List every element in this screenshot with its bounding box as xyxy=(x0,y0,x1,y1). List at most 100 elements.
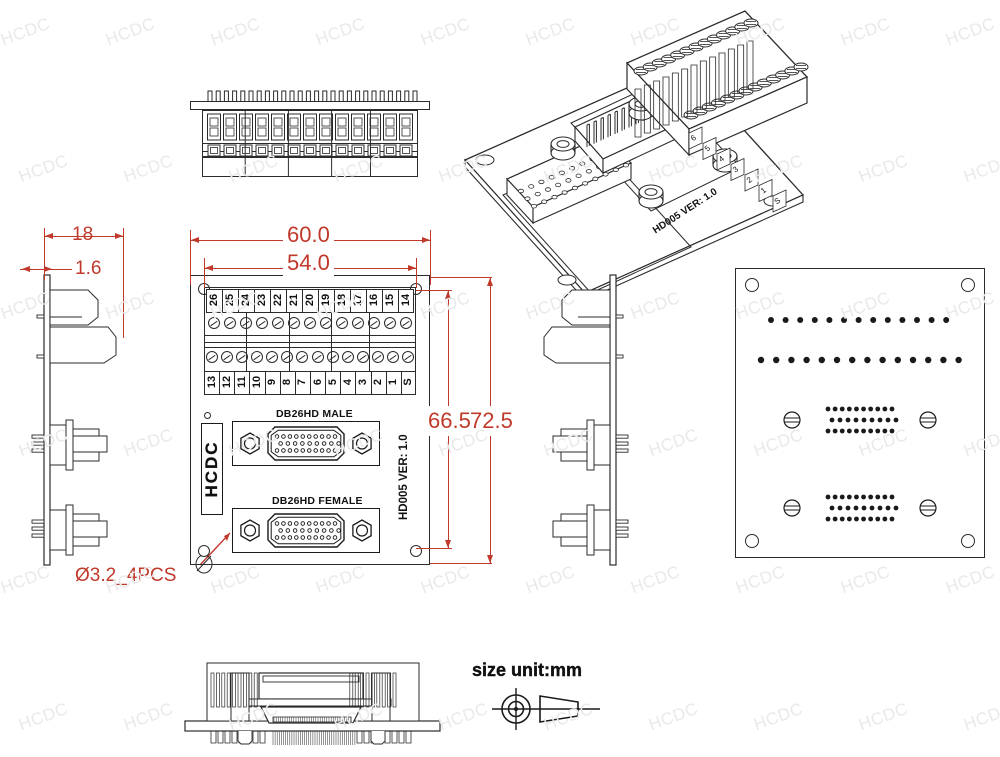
board-designator: HD005 VER: 1.0 xyxy=(398,434,410,520)
dimension-66-5-text: 66.5 xyxy=(428,406,471,436)
terminal-number: 15 xyxy=(384,293,396,307)
terminal-screw xyxy=(220,351,233,363)
terminal-number: 12 xyxy=(220,375,233,389)
terminal-divider xyxy=(234,371,236,395)
top-view-terminal-block xyxy=(190,85,430,180)
terminal-screw xyxy=(205,351,218,363)
bottom-view xyxy=(184,655,441,750)
terminal-group-divider xyxy=(288,313,290,371)
terminal-divider xyxy=(238,289,239,313)
left-side-view xyxy=(30,255,160,585)
terminal-divider xyxy=(264,371,266,395)
terminal-divider xyxy=(400,371,402,395)
watermark-text: HCDC xyxy=(856,698,911,735)
dimension-60-text: 60.0 xyxy=(283,222,334,248)
watermark-text: HCDC xyxy=(856,150,911,187)
watermark-text: HCDC xyxy=(628,287,683,324)
terminal-screw xyxy=(304,317,316,329)
watermark-text: HCDC xyxy=(103,13,158,50)
back-view-pcb xyxy=(735,268,985,558)
terminal-number: 24 xyxy=(240,293,252,307)
terminal-divider xyxy=(398,289,399,313)
watermark-text: HCDC xyxy=(121,150,176,187)
terminal-screw xyxy=(224,317,236,329)
db26hd-male-label: DB26HD MALE xyxy=(276,408,353,420)
watermark-text: HCDC xyxy=(838,561,893,598)
watermark-text: HCDC xyxy=(16,698,71,735)
terminal-divider xyxy=(286,289,287,313)
watermark-text: HCDC xyxy=(733,561,788,598)
unit-note-text: size unit:mm xyxy=(472,660,583,680)
svg-text:5: 5 xyxy=(703,143,712,153)
terminal-divider xyxy=(340,371,342,395)
terminal-number: 6 xyxy=(311,378,324,386)
svg-text:4: 4 xyxy=(717,154,726,164)
watermark-text: HCDC xyxy=(418,561,473,598)
terminal-screw xyxy=(281,351,294,363)
terminal-screw xyxy=(341,351,354,363)
mounting-hole xyxy=(745,278,759,292)
terminal-screw xyxy=(400,317,412,329)
dimension-72-5-text: 72.5 xyxy=(470,406,513,436)
watermark-text: HCDC xyxy=(943,13,998,50)
terminal-number: 14 xyxy=(400,293,412,307)
pin1-marker xyxy=(204,412,211,419)
terminal-divider xyxy=(302,289,303,313)
terminal-number: 13 xyxy=(205,375,218,389)
terminal-number: 4 xyxy=(341,378,354,386)
watermark-text: HCDC xyxy=(838,13,893,50)
hcdc-logo-badge: HCDC xyxy=(201,423,223,515)
dimension-54-text: 54.0 xyxy=(283,250,334,276)
terminal-screw xyxy=(368,317,380,329)
terminal-divider xyxy=(355,371,357,395)
watermark-text: HCDC xyxy=(646,424,701,461)
terminal-group-divider xyxy=(246,313,248,371)
right-side-view xyxy=(500,255,630,585)
svg-text:6: 6 xyxy=(689,133,698,143)
terminal-number: 9 xyxy=(266,378,279,386)
terminal-number: 2 xyxy=(372,378,385,386)
terminal-screw xyxy=(384,317,396,329)
watermark-text: HCDC xyxy=(0,13,53,50)
terminal-screw xyxy=(387,351,400,363)
terminal-number: 8 xyxy=(281,378,294,386)
terminal-screw xyxy=(296,351,309,363)
terminal-group-divider xyxy=(331,313,333,371)
terminal-screw xyxy=(336,317,348,329)
watermark-text: HCDC xyxy=(943,561,998,598)
watermark-text: HCDC xyxy=(646,698,701,735)
svg-text:S: S xyxy=(773,196,783,206)
terminal-screw xyxy=(320,317,332,329)
terminal-screw xyxy=(251,351,263,363)
terminal-divider xyxy=(382,289,383,313)
terminal-number: S xyxy=(402,378,415,386)
watermark-text: HCDC xyxy=(751,698,806,735)
terminal-number: 7 xyxy=(296,378,309,386)
projection-symbol-icon xyxy=(492,688,600,730)
watermark-text: HCDC xyxy=(961,698,1000,735)
terminal-divider xyxy=(385,371,387,395)
terminal-number: 21 xyxy=(288,293,300,307)
terminal-number: 1 xyxy=(387,378,400,386)
terminal-screw xyxy=(311,351,324,363)
watermark-text: HCDC xyxy=(628,561,683,598)
terminal-divider xyxy=(370,371,372,395)
dimension-18-text: 18 xyxy=(72,224,94,245)
terminal-divider xyxy=(279,371,281,395)
terminal-divider xyxy=(219,371,221,395)
terminal-divider xyxy=(310,371,311,395)
terminal-divider xyxy=(334,289,335,313)
mounting-hole xyxy=(961,534,975,548)
mounting-hole xyxy=(745,534,759,548)
terminal-number: 11 xyxy=(235,376,248,388)
terminal-number: 17 xyxy=(352,293,364,307)
terminal-screw xyxy=(326,351,339,363)
dimension-1-6-text: 1.6 xyxy=(75,258,102,279)
terminal-divider xyxy=(366,289,367,313)
terminal-screw xyxy=(352,317,364,329)
watermark-text: HCDC xyxy=(436,698,491,735)
terminal-divider xyxy=(254,289,255,313)
